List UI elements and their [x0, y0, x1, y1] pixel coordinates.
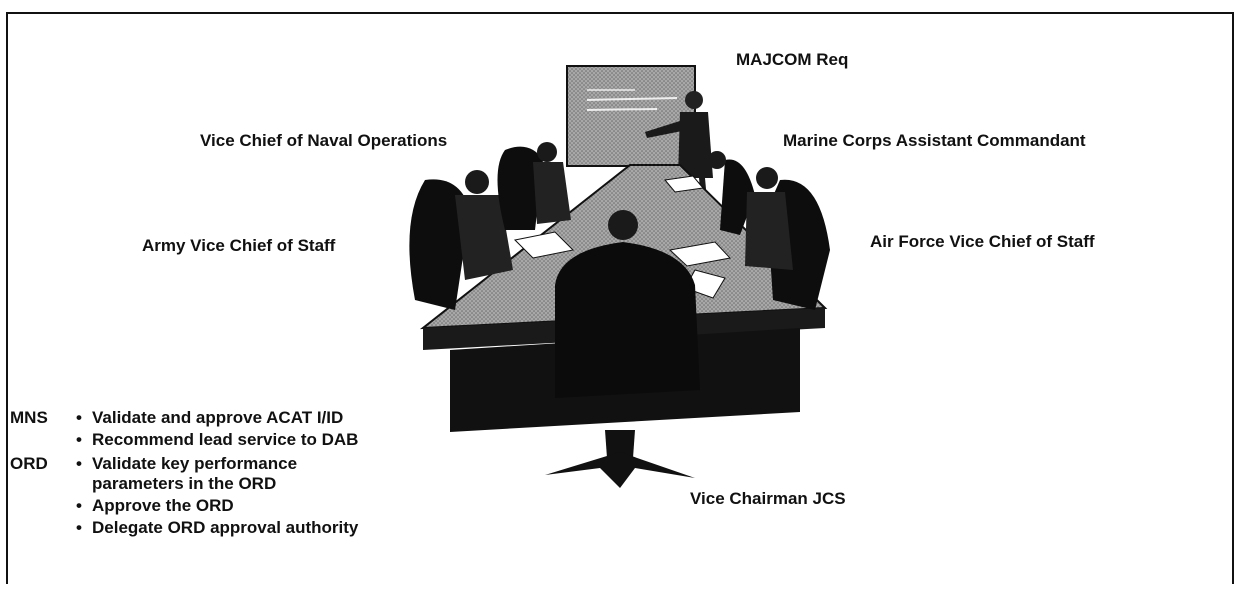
air-force-vice-chief-label: Air Force Vice Chief of Staff: [870, 232, 1095, 251]
vice-chairman-label: Vice Chairman JCS: [690, 489, 846, 508]
majcom-label: MAJCOM Req: [736, 50, 849, 69]
mns-key: MNS: [10, 408, 48, 427]
list-item: Delegate ORD approval authority: [72, 518, 358, 538]
projection-screen: [566, 65, 696, 167]
mns-items: Validate and approve ACAT I/ID Recommend…: [72, 408, 358, 452]
diagram-frame: [6, 12, 1234, 584]
ord-section: ORD Validate key performance parameters …: [10, 454, 358, 540]
list-item: Recommend lead service to DAB: [72, 430, 358, 450]
seated-officers: [409, 142, 830, 398]
list-item: Validate and approve ACAT I/ID: [72, 408, 358, 428]
navy-vice-chief-label: Vice Chief of Naval Operations: [200, 131, 448, 150]
marine-corps-label: Marine Corps Assistant Commandant: [783, 131, 1086, 150]
council-meeting-illustration: [409, 65, 830, 488]
ord-key: ORD: [10, 454, 48, 473]
ord-items: Validate key performance parameters in t…: [72, 454, 358, 540]
list-item: Validate key performance parameters in t…: [72, 454, 322, 494]
responsibilities-list: MNS Validate and approve ACAT I/ID Recom…: [10, 408, 358, 542]
mns-section: MNS Validate and approve ACAT I/ID Recom…: [10, 408, 358, 452]
army-vice-chief-label: Army Vice Chief of Staff: [142, 236, 336, 255]
list-item: Approve the ORD: [72, 496, 358, 516]
